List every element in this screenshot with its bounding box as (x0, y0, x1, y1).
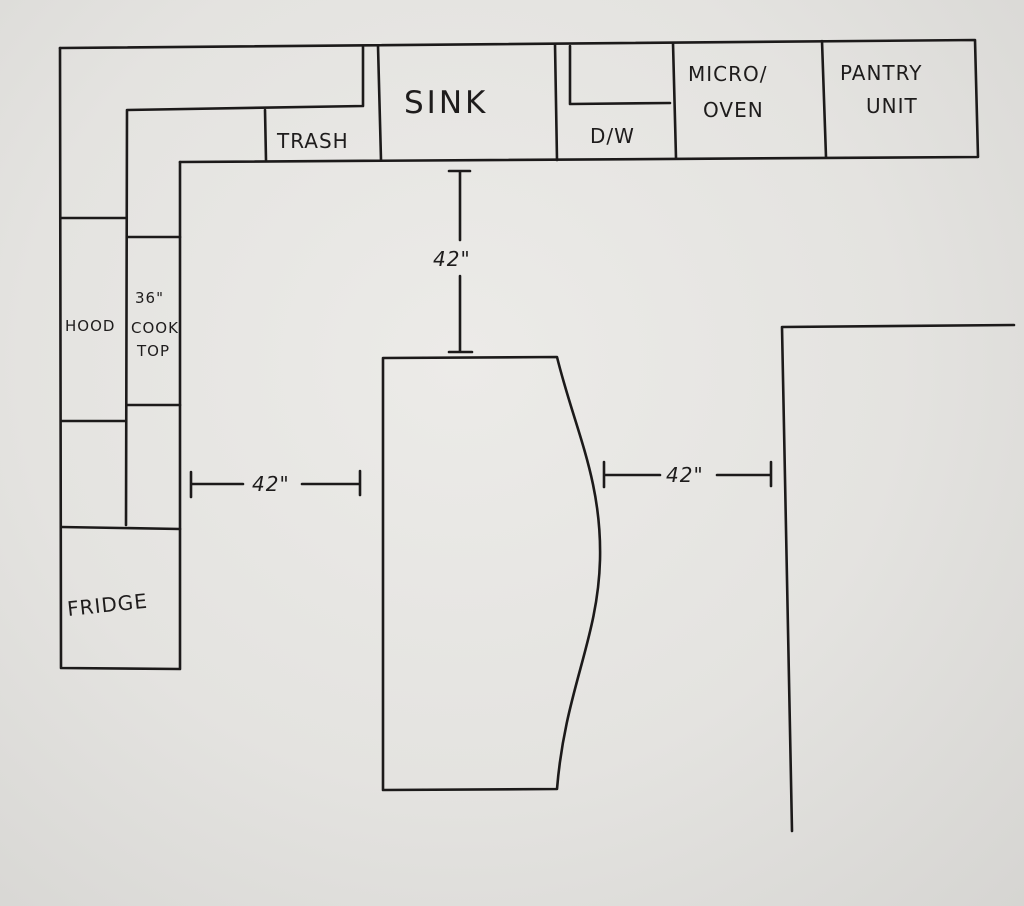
cooktop-label-line3: TOP (136, 342, 170, 360)
dimension-sink-to-island (447, 169, 474, 354)
cooktop-label-line1: 36" (135, 289, 164, 307)
trash-label: TRASH (276, 129, 349, 153)
fridge-top-divider (59, 525, 182, 531)
sink-right-divider (553, 42, 559, 162)
left-cabinet-run (58, 46, 182, 671)
dishwasher-right-divider (671, 41, 678, 160)
dishwasher-notch (568, 44, 672, 106)
micro-oven-label-line1: MICRO/ (688, 62, 768, 86)
left-run-outer-edge (58, 46, 182, 671)
dimension-label-sink-island: 42" (433, 247, 471, 271)
island-outline (381, 355, 602, 792)
micro-oven-label-line2: OVEN (703, 98, 764, 122)
dimension-label-island-wall: 42" (666, 463, 704, 487)
top-run-outer-edge (58, 38, 980, 164)
right-wall (780, 323, 1016, 833)
micro-right-divider (820, 39, 828, 159)
trash-divider (263, 108, 268, 162)
dishwasher-label: D/W (590, 124, 635, 148)
corner-upper-boundary (124, 45, 365, 527)
pantry-label-line2: UNIT (866, 94, 918, 118)
top-cabinet-run (58, 38, 980, 527)
dimension-label-range-island: 42" (252, 472, 290, 496)
dimension-range-to-island (189, 469, 362, 499)
pantry-label-line1: PANTRY (840, 61, 922, 85)
sink-left-divider (376, 44, 383, 162)
dimension-island-to-wall (602, 460, 773, 489)
fridge-label: FRIDGE (66, 589, 149, 621)
hood-label: HOOD (65, 317, 115, 335)
cooktop-label-line2: COOK (131, 319, 179, 337)
sink-label: SINK (404, 85, 488, 121)
